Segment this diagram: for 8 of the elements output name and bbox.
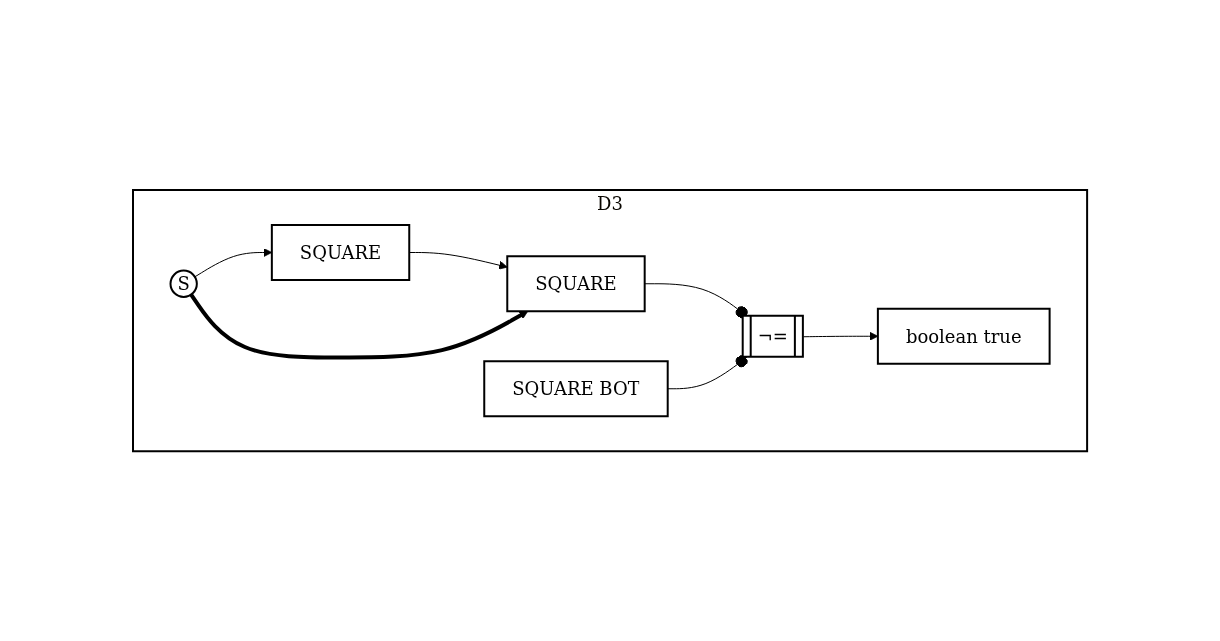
node-box: SQUARE [506, 255, 646, 313]
node-circle: S [169, 269, 198, 298]
node-box: boolean true [876, 307, 1051, 365]
node-box: SQUARE [270, 223, 411, 281]
arrow [189, 293, 529, 360]
node-box: SQUARE BOT [483, 360, 669, 418]
connector [644, 283, 748, 319]
connector [667, 355, 748, 390]
